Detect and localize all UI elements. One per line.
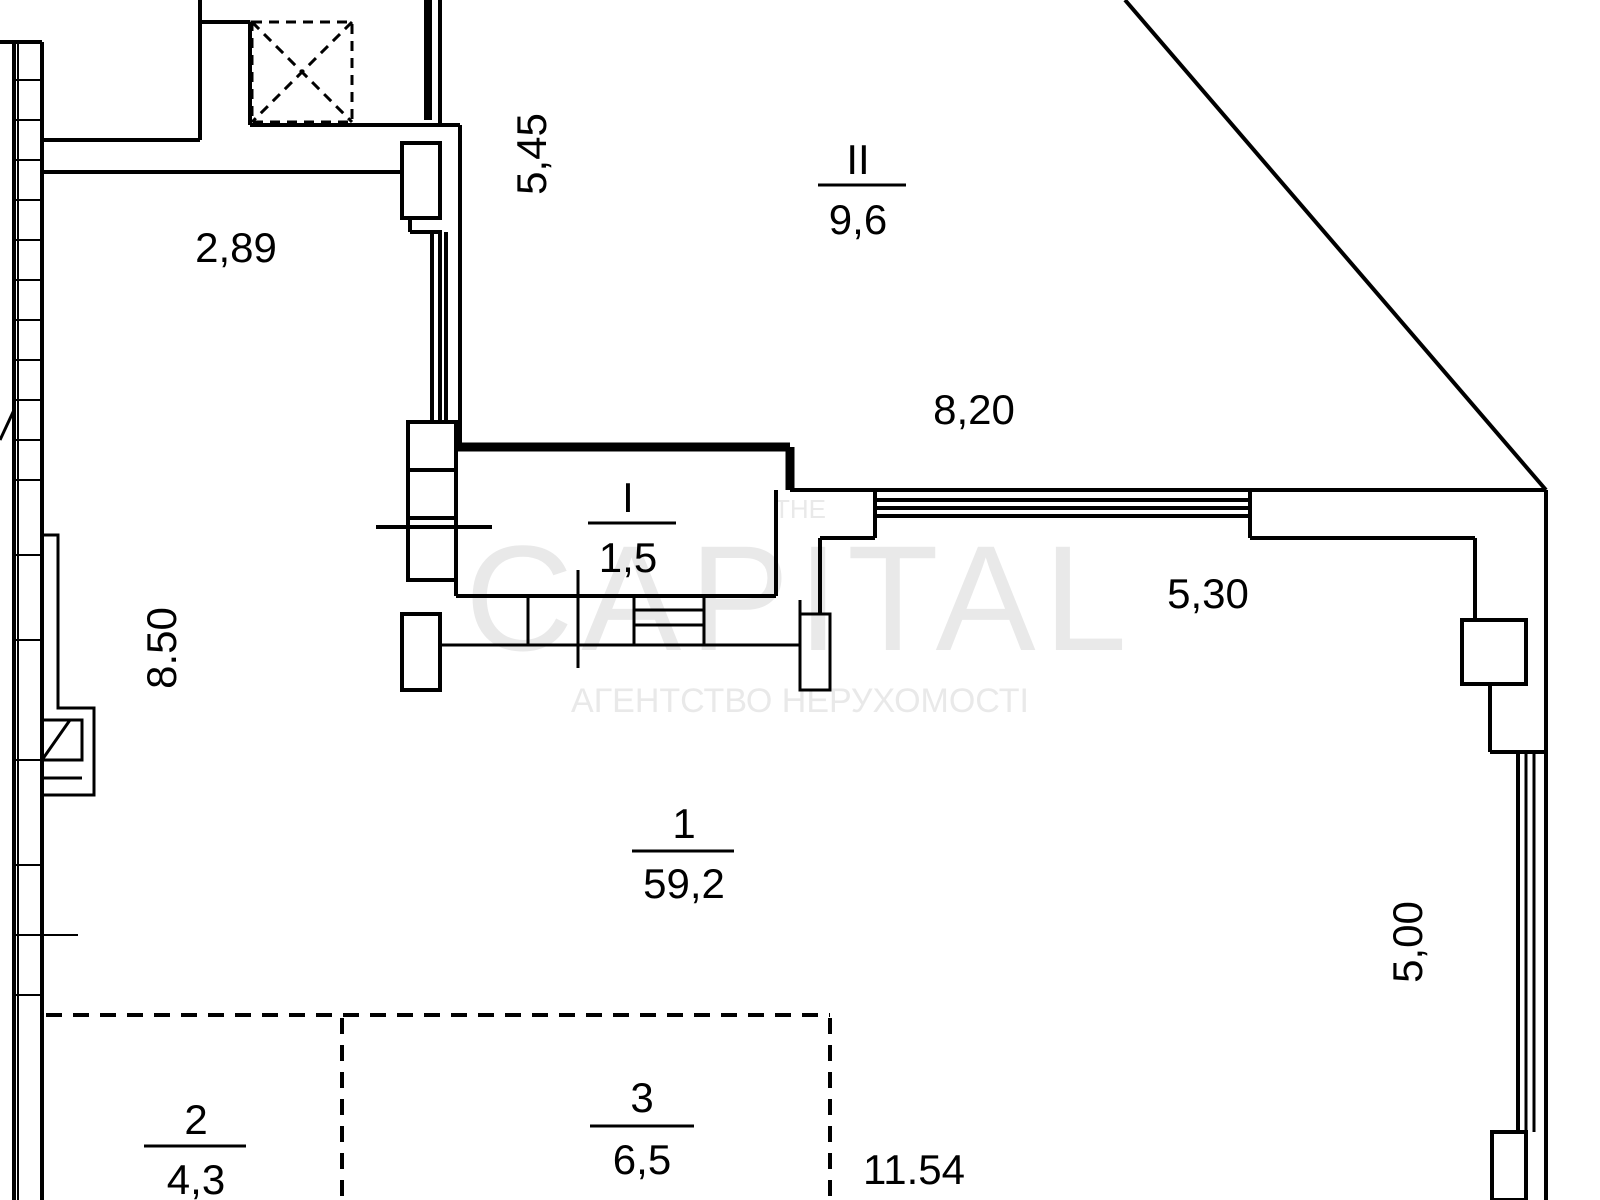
right-window: [1490, 752, 1536, 1200]
left-wall-ticks: [14, 79, 78, 996]
room-1-number: 1: [672, 800, 695, 847]
core-wall: [400, 123, 462, 445]
room-1-area: 59,2: [643, 860, 725, 907]
room-2-label: 2 4,3: [144, 1096, 246, 1200]
top-left-partition: [42, 0, 442, 174]
storage-I-front: [440, 570, 832, 692]
room-II-label: II 9,6: [818, 136, 906, 243]
left-column: [0, 409, 96, 797]
room-II-area: 9,6: [829, 196, 887, 243]
dimension-2-89: 2,89: [195, 224, 277, 271]
room-1-label: 1 59,2: [632, 800, 734, 907]
dimension-11-54: 11.54: [863, 1146, 965, 1193]
dimension-5-30: 5,30: [1167, 570, 1249, 617]
room-3-number: 3: [630, 1074, 653, 1121]
room-2-area: 4,3: [167, 1156, 225, 1200]
storage-I-walls: [454, 442, 795, 598]
shaft-icon: [250, 20, 354, 124]
dimension-5-00: 5,00: [1384, 901, 1431, 983]
room-I-area: 1,5: [599, 534, 657, 581]
room-I-label: I 1,5: [588, 474, 676, 581]
room-2-number: 2: [184, 1096, 207, 1143]
watermark-line1: THE: [774, 494, 826, 524]
dimension-5-45: 5,45: [508, 113, 555, 195]
left-exterior-wall: [0, 40, 44, 1200]
balcony-outline: [790, 0, 1548, 1200]
dimension-8-50: 8.50: [138, 607, 185, 689]
room-I-number: I: [622, 474, 634, 521]
room-3-label: 3 6,5: [590, 1074, 694, 1183]
dimension-8-20: 8,20: [933, 386, 1015, 433]
room-3-area: 6,5: [613, 1136, 671, 1183]
dashed-partitions: [46, 1013, 832, 1200]
room-II-number: II: [846, 136, 869, 183]
